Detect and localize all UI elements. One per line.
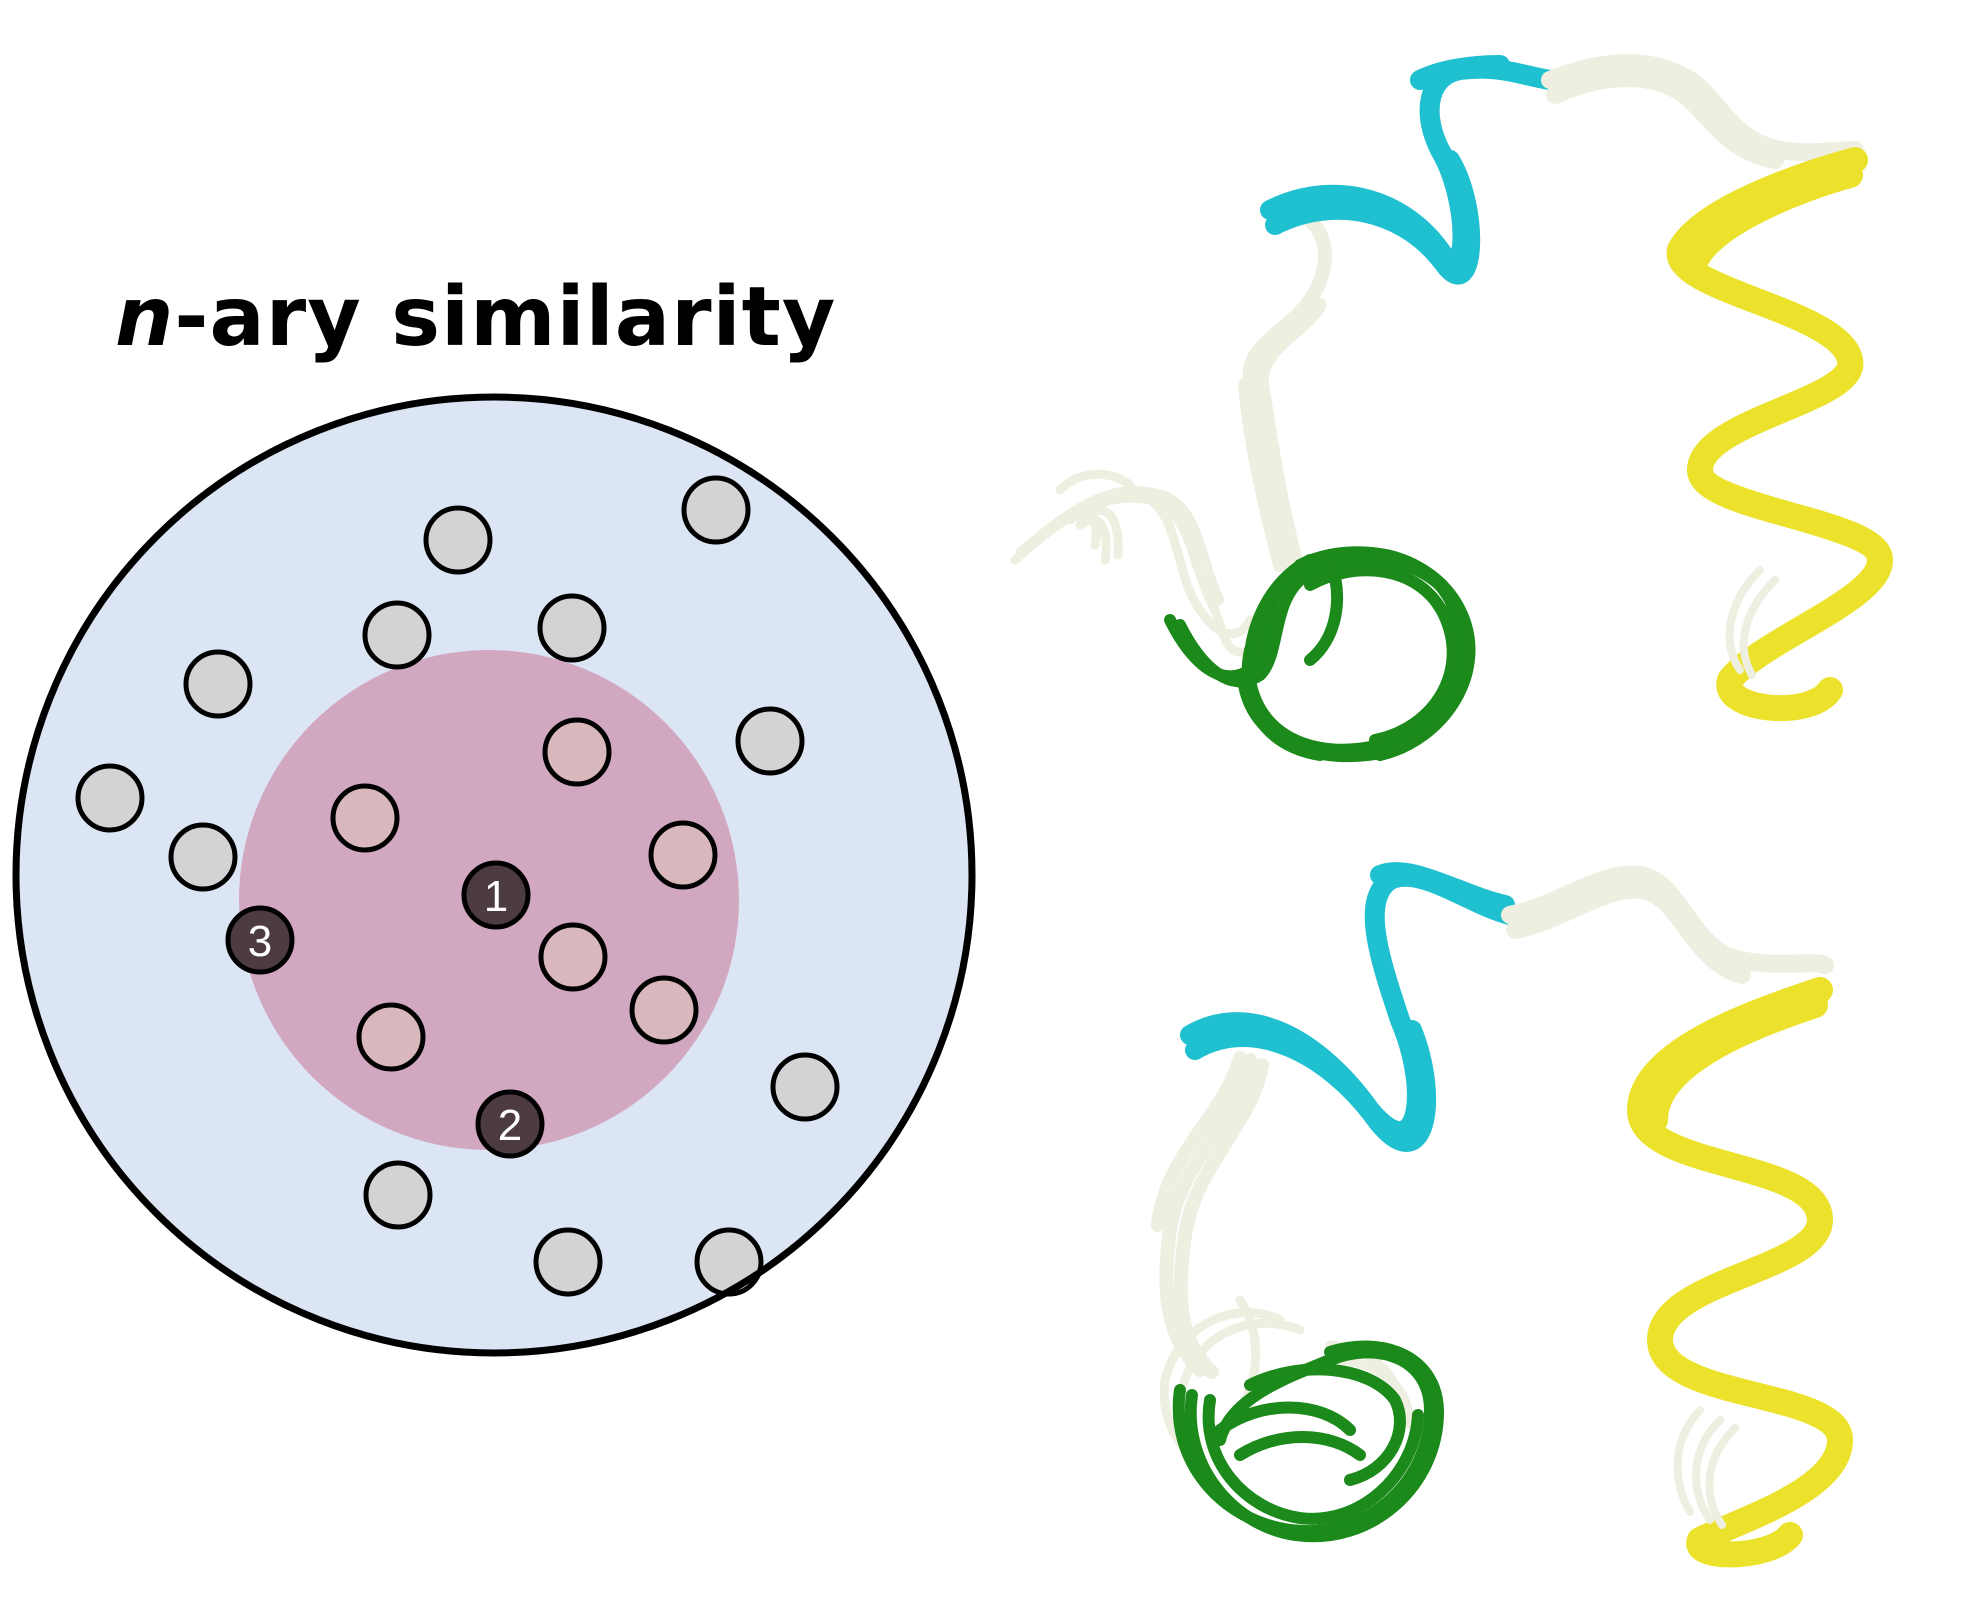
- selected-point-2-label: 2: [498, 1101, 522, 1150]
- ribbon-white-loop: [1238, 213, 1332, 582]
- point-outer: [362, 600, 432, 670]
- ribbon-green-coil: [1172, 1340, 1444, 1543]
- point-outer: [694, 1227, 764, 1297]
- point-outer: [75, 763, 145, 833]
- point-outer: [735, 706, 805, 776]
- point-inner: [538, 922, 608, 992]
- point-outer: [770, 1052, 840, 1122]
- selected-point-3: [225, 905, 295, 975]
- point-inner: [629, 975, 699, 1045]
- selected-points: 1 2 3: [225, 860, 545, 1159]
- title-prefix: n: [115, 270, 175, 365]
- ribbon-green-coil: [1164, 546, 1476, 763]
- point-inner: [330, 783, 400, 853]
- point-inner: [356, 1002, 426, 1072]
- point-outer: [168, 822, 238, 892]
- ribbon-white-tail: [1010, 469, 1265, 658]
- inner-points: [330, 717, 718, 1072]
- ribbon-white-inner: [1673, 1406, 1739, 1529]
- point-outer: [533, 1227, 603, 1297]
- point-inner: [648, 820, 718, 890]
- ribbon-white-inner: [1725, 566, 1779, 679]
- title-rest: -ary similarity: [174, 270, 837, 365]
- diagram-title: n-ary similarity: [115, 270, 836, 365]
- point-outer: [423, 505, 493, 575]
- ribbon-white-bridge: [1501, 865, 1834, 984]
- point-outer: [537, 593, 607, 663]
- structure-ensemble-bottom: [1151, 862, 1853, 1568]
- selected-point-3-label: 3: [248, 917, 272, 966]
- ribbon-yellow-helix: [1627, 977, 1853, 1568]
- ribbon-cyan-helix: [1260, 55, 1560, 285]
- outer-points: [75, 475, 840, 1297]
- structure-ensemble-top: [1010, 54, 1893, 763]
- point-outer: [183, 649, 253, 719]
- ribbon-yellow-helix: [1666, 147, 1893, 722]
- point-inner: [542, 717, 612, 787]
- ribbon-cyan-helix: [1180, 862, 1520, 1152]
- outer-disc-outline: [12, 393, 976, 1357]
- point-outer: [681, 475, 751, 545]
- selected-point-1: [461, 860, 531, 930]
- selected-point-1-label: 1: [484, 872, 508, 921]
- selected-point-2: [475, 1089, 545, 1159]
- point-outer: [363, 1160, 433, 1230]
- ribbon-white-bridge: [1541, 54, 1864, 169]
